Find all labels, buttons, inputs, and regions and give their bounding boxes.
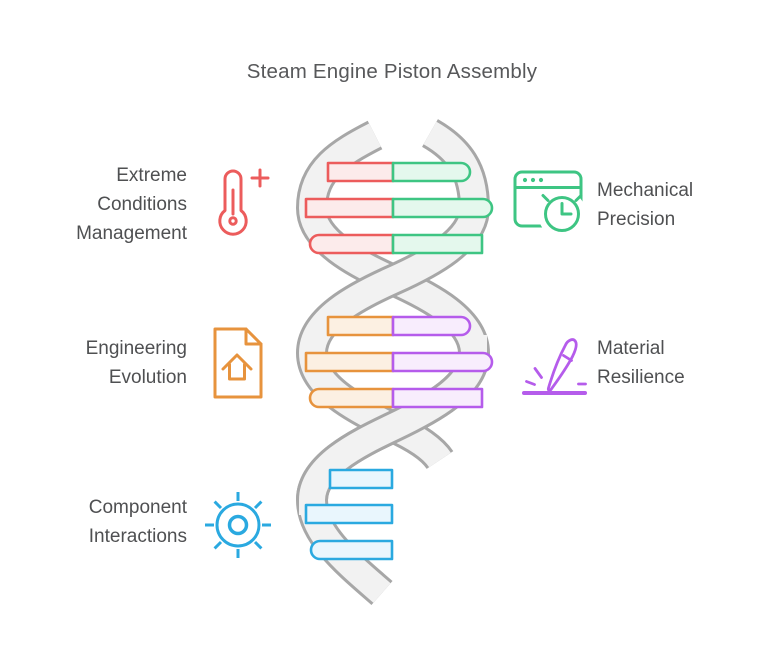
dna-helix-graphic bbox=[295, 119, 494, 606]
helix-segment-top bbox=[304, 161, 494, 255]
helix-rung bbox=[391, 315, 472, 337]
browser-clock-icon bbox=[513, 170, 586, 238]
helix-rung bbox=[309, 539, 394, 561]
page-title: Steam Engine Piston Assembly bbox=[246, 60, 538, 83]
feature-label: Mechanical Precision bbox=[597, 180, 694, 230]
knife-surface-icon bbox=[522, 338, 587, 395]
feature-label: Material Resilience bbox=[597, 338, 685, 388]
helix-rung bbox=[326, 161, 395, 183]
feature-label: Component Interactions bbox=[88, 497, 187, 547]
helix-rung bbox=[304, 197, 395, 219]
thermometer-plus-icon bbox=[218, 168, 270, 236]
feature-label: Engineering Evolution bbox=[85, 338, 187, 388]
helix-rung bbox=[328, 468, 394, 490]
helix-rung bbox=[308, 387, 395, 409]
helix-rung bbox=[304, 503, 394, 525]
helix-rung bbox=[304, 351, 395, 373]
sun-gear-icon bbox=[205, 492, 271, 558]
helix-segment-bottom bbox=[304, 468, 394, 561]
helix-rung bbox=[308, 233, 395, 255]
helix-rung bbox=[391, 233, 484, 255]
helix-rung bbox=[391, 197, 494, 219]
feature-label: Extreme Conditions Management bbox=[76, 165, 187, 244]
document-home-icon bbox=[213, 327, 263, 399]
helix-segment-middle bbox=[304, 315, 494, 409]
helix-rung bbox=[391, 387, 484, 409]
helix-strand-a-over-patch bbox=[299, 335, 487, 515]
helix-rung bbox=[326, 315, 395, 337]
helix-rung bbox=[391, 161, 472, 183]
helix-rung bbox=[391, 351, 494, 373]
